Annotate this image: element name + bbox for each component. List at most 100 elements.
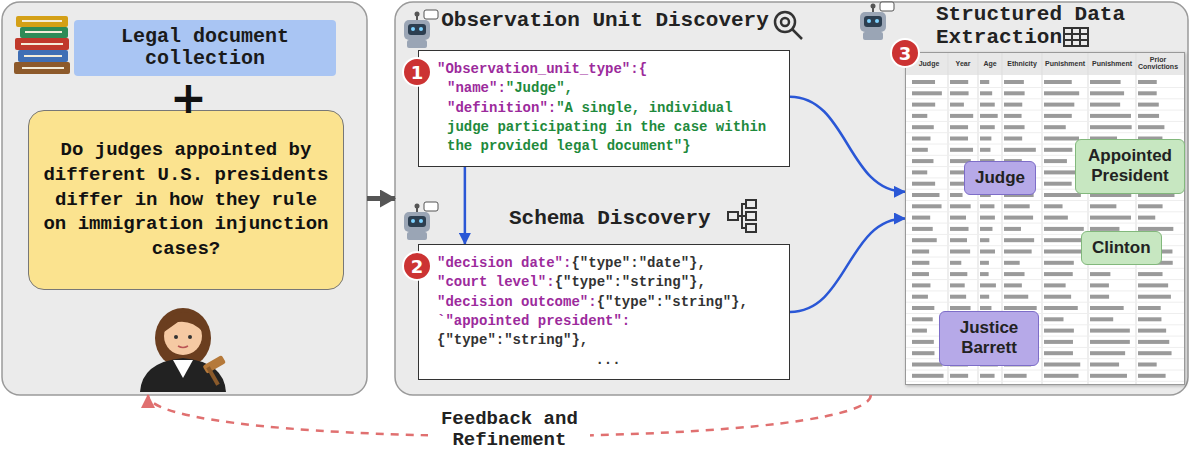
grid-line xyxy=(906,279,1184,280)
cell-text-mark xyxy=(980,261,989,265)
cell-text-mark xyxy=(1044,261,1074,265)
cell-text-mark xyxy=(1090,261,1128,265)
grid-line xyxy=(1136,53,1137,384)
cell-text-mark xyxy=(1138,283,1168,287)
cell-text-mark xyxy=(1044,114,1072,118)
json-value: {"type":"date"}, xyxy=(571,255,705,271)
cell-text-mark xyxy=(1138,351,1172,355)
cell-text-mark xyxy=(1090,295,1109,299)
cell-text-mark xyxy=(1004,103,1022,107)
cell-text-mark xyxy=(1090,272,1110,276)
cell-text-mark xyxy=(950,329,969,333)
cell-text-mark xyxy=(1044,193,1081,197)
cell-text-mark xyxy=(1090,317,1113,321)
grid-line xyxy=(906,302,1184,303)
cell-text-mark xyxy=(1090,80,1121,84)
cell-text-mark xyxy=(1138,295,1171,299)
cell-text-mark xyxy=(1090,283,1109,287)
grid-line xyxy=(906,121,1184,122)
cell-text-mark xyxy=(1138,272,1163,276)
cell-text-mark xyxy=(950,137,968,141)
cell-text-mark xyxy=(1004,125,1025,129)
cell-text-mark xyxy=(1004,351,1027,355)
json-key: "decision date": xyxy=(437,255,571,271)
grid-line xyxy=(906,336,1184,337)
cell-text-mark xyxy=(1138,329,1166,333)
cell-text-mark xyxy=(1090,170,1116,174)
grid-line xyxy=(906,155,1184,156)
cell-text-mark xyxy=(1044,340,1073,344)
table-header-cell: Prior Convictions xyxy=(1136,56,1180,71)
grid-line xyxy=(1002,53,1003,384)
cell-text-mark xyxy=(950,193,963,197)
cell-text-mark xyxy=(1090,351,1125,355)
cell-text-mark xyxy=(980,306,991,310)
cell-text-mark xyxy=(912,137,930,141)
code-line: "Observation_unit_type":{ xyxy=(437,60,779,79)
section-heading: Schema Discovery xyxy=(509,207,711,230)
json-key: "definition": xyxy=(447,100,556,116)
cell-text-mark xyxy=(912,80,935,84)
cell-text-mark xyxy=(1138,340,1169,344)
cell-text-mark xyxy=(950,374,968,378)
cell-text-mark xyxy=(1138,159,1157,163)
grid-line xyxy=(906,268,1184,269)
cell-text-mark xyxy=(1090,363,1119,367)
cell-text-mark xyxy=(980,374,995,378)
cell-text-mark xyxy=(1044,182,1072,186)
cell-text-mark xyxy=(1004,91,1025,95)
flow-connector xyxy=(790,97,905,192)
grid-line xyxy=(906,245,1184,246)
cell-text-mark xyxy=(1004,216,1033,220)
cell-text-mark xyxy=(912,91,942,95)
cell-text-mark xyxy=(1138,193,1174,197)
cell-text-mark xyxy=(1090,329,1130,333)
grid-line xyxy=(906,166,1184,167)
node-text: Clinton xyxy=(1092,238,1151,257)
grid-line xyxy=(906,144,1184,145)
book-stack-icon xyxy=(14,16,70,74)
cell-text-mark xyxy=(980,91,992,95)
cell-text-mark xyxy=(950,340,962,344)
grid-line xyxy=(906,200,1184,201)
table-header-cell: Year xyxy=(948,60,978,67)
cell-text-mark xyxy=(912,317,933,321)
cell-text-mark xyxy=(1138,204,1163,208)
cell-text-mark xyxy=(1044,250,1081,254)
cell-text-mark xyxy=(1090,340,1130,344)
cell-text-mark xyxy=(950,204,971,208)
question-box: Do judges appointed by different U.S. pr… xyxy=(28,110,344,290)
cell-text-mark xyxy=(1138,227,1173,231)
cell-text-mark xyxy=(1044,329,1074,333)
cell-text-mark xyxy=(1044,227,1084,231)
cell-text-mark xyxy=(1004,363,1031,367)
cell-text-mark xyxy=(1090,227,1119,231)
cell-text-mark xyxy=(912,125,934,129)
grid-line xyxy=(906,347,1184,348)
cell-text-mark xyxy=(1090,238,1115,242)
cell-text-mark xyxy=(950,216,966,220)
cell-text-mark xyxy=(912,250,929,254)
cell-text-mark xyxy=(980,295,989,299)
json-value: "Judge", xyxy=(506,80,573,96)
edge-label: Feedback and Refinement xyxy=(428,409,590,451)
grid-line xyxy=(906,290,1184,291)
code-line: "name":"Judge", xyxy=(437,79,779,98)
cell-text-mark xyxy=(950,159,971,163)
cell-text-mark xyxy=(1138,148,1168,152)
cell-text-mark xyxy=(1004,295,1028,299)
cell-text-mark xyxy=(980,227,992,231)
cell-text-mark xyxy=(980,114,998,118)
cell-text-mark xyxy=(1138,363,1157,367)
json-key: "Observation_unit_type":{ xyxy=(437,61,647,77)
grid-line xyxy=(906,87,1184,88)
cell-text-mark xyxy=(950,351,974,355)
node-text: Appointed President xyxy=(1088,146,1172,185)
code-line: "court level":{"type":"string"}, xyxy=(437,273,779,292)
cell-text-mark xyxy=(1090,193,1131,197)
flow-connector xyxy=(790,219,905,312)
cell-text-mark xyxy=(1044,295,1071,299)
callout-number: 2 xyxy=(402,251,432,281)
code-line: "decision date":{"type":"date"}, xyxy=(437,254,779,273)
cell-text-mark xyxy=(912,351,934,355)
